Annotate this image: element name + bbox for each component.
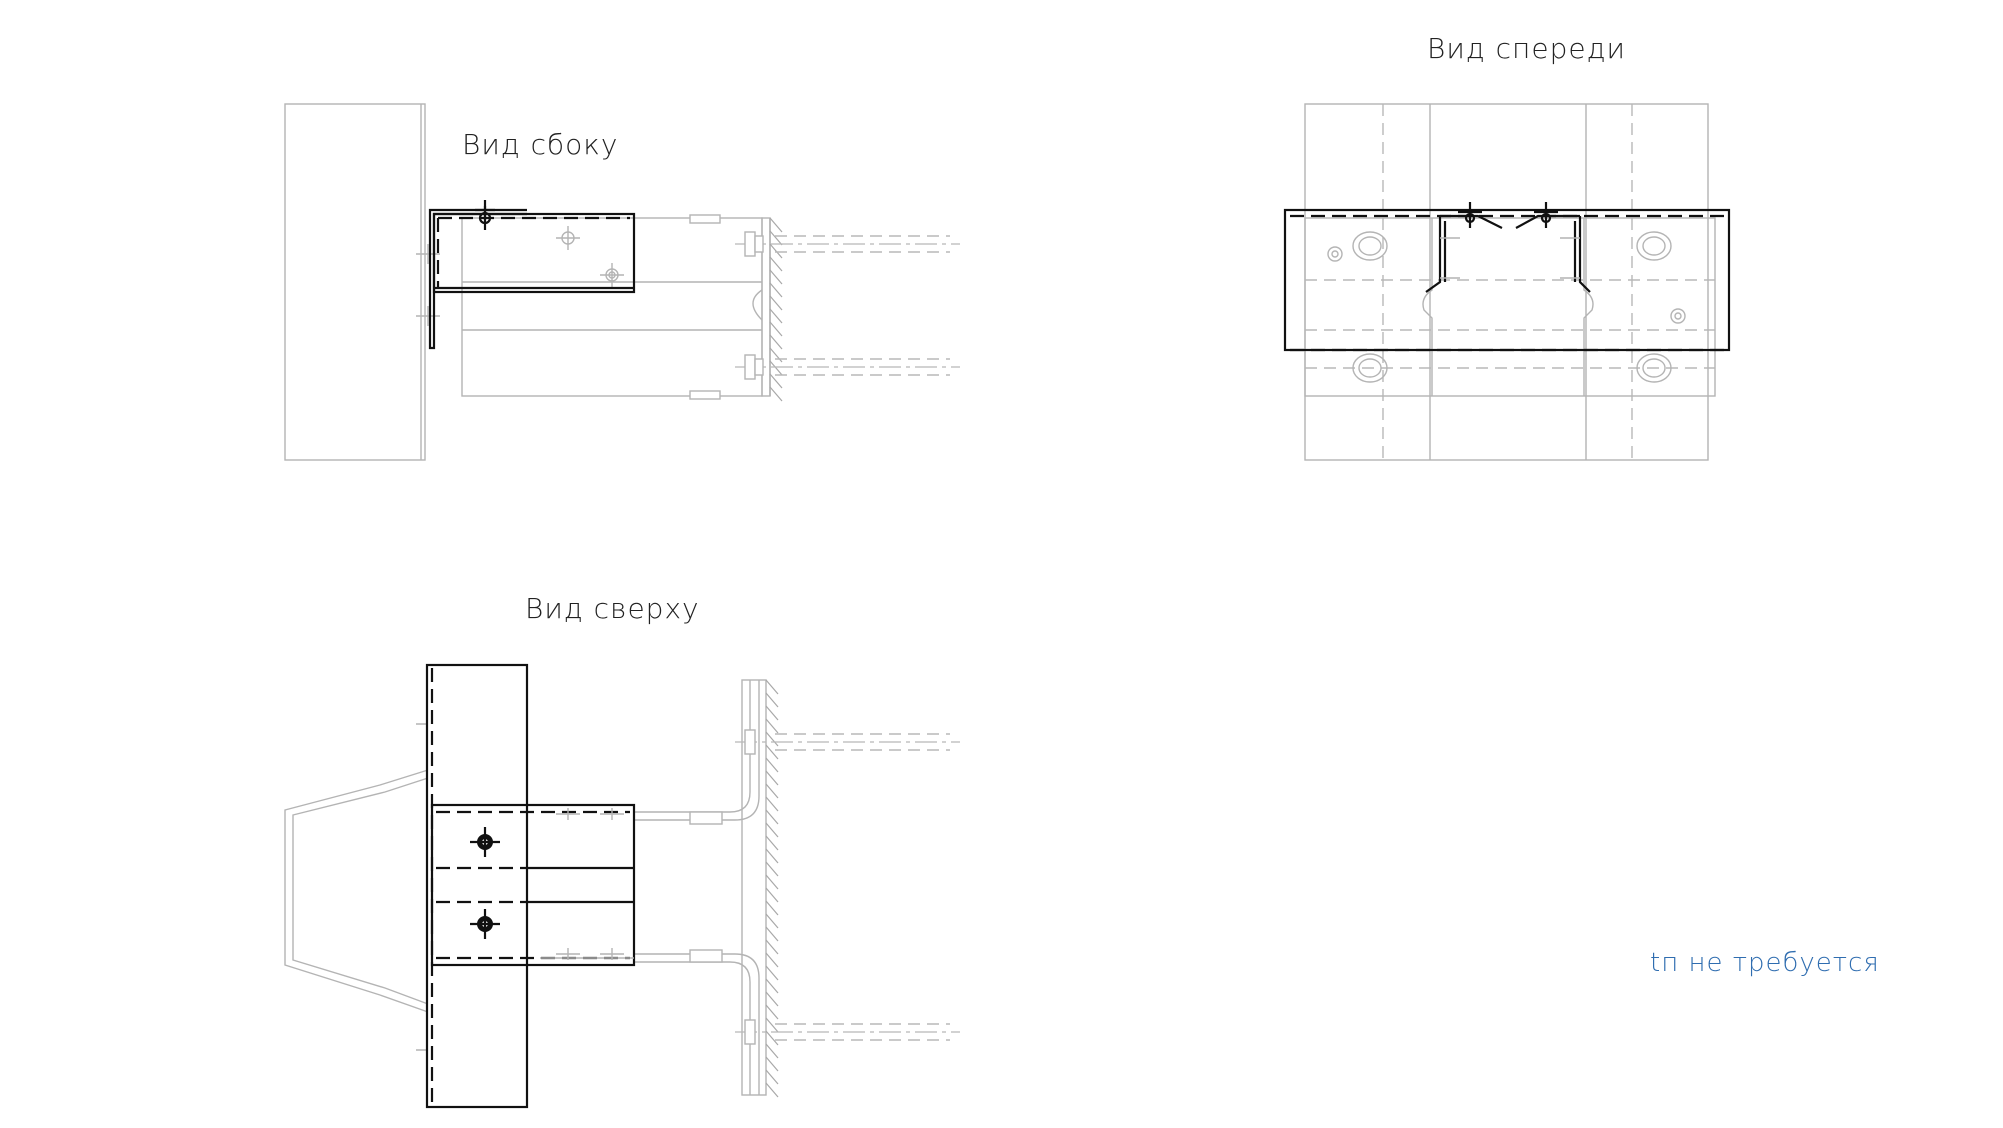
hatch-line (765, 887, 779, 903)
hatch-line (769, 347, 783, 363)
hatch-line (765, 1043, 779, 1059)
hatch-line (765, 783, 779, 799)
side-view (284, 103, 960, 461)
hatch-line (769, 360, 783, 376)
hatch-line (765, 1004, 779, 1020)
hatch-line (765, 1056, 779, 1072)
hatch-line (765, 848, 779, 864)
top-view-background-beams (634, 679, 767, 1096)
side-view-wall-hatching (769, 217, 783, 402)
hatch-line (765, 835, 779, 851)
hatch-line (765, 965, 779, 981)
hatch-line (765, 1017, 779, 1033)
hatch-line (765, 926, 779, 942)
side-view-title: Вид сбоку (462, 128, 619, 161)
hatch-line (765, 1069, 779, 1085)
front-view-background-plate (1304, 217, 1716, 397)
hatch-line (769, 334, 783, 350)
hatch-line (769, 269, 783, 285)
top-view-bracket (425, 663, 636, 1109)
hatch-line (765, 874, 779, 890)
side-view-column (284, 103, 426, 461)
hatch-line (769, 386, 783, 402)
hatch-line (765, 679, 779, 695)
hatch-line (769, 373, 783, 389)
hatch-line (765, 809, 779, 825)
front-view-title: Вид спереди (1427, 32, 1626, 65)
hatch-line (765, 913, 779, 929)
hatch-line (769, 295, 783, 311)
note-text: tп не требуется (1650, 948, 1880, 978)
top-view-wall-hatching (765, 679, 779, 1098)
hatch-line (769, 321, 783, 337)
hatch-line (765, 1030, 779, 1046)
top-view-anchors (735, 729, 960, 1045)
hatch-line (765, 718, 779, 734)
hatch-line (765, 705, 779, 721)
hatch-line (765, 822, 779, 838)
side-view-anchors (735, 231, 960, 380)
hatch-line (765, 1082, 779, 1098)
top-view (284, 663, 960, 1109)
hatch-line (769, 230, 783, 246)
hatch-line (769, 282, 783, 298)
hatch-line (765, 796, 779, 812)
hatch-line (769, 217, 783, 233)
hatch-line (765, 757, 779, 773)
front-view (1283, 103, 1731, 461)
side-view-background-members (461, 214, 771, 400)
hatch-line (769, 243, 783, 259)
side-view-bracket (428, 200, 636, 350)
hatch-line (765, 939, 779, 955)
hatch-line (765, 978, 779, 994)
front-view-plate (1283, 202, 1731, 352)
hatch-line (765, 770, 779, 786)
side-view-bolt-marks (416, 226, 624, 326)
hatch-line (765, 692, 779, 708)
hatch-line (765, 744, 779, 760)
hatch-line (769, 308, 783, 324)
top-view-title: Вид сверху (525, 592, 700, 625)
front-view-column (1304, 103, 1709, 461)
hatch-line (765, 991, 779, 1007)
hatch-line (765, 952, 779, 968)
hatch-line (765, 861, 779, 877)
hatch-line (769, 256, 783, 272)
hatch-line (765, 900, 779, 916)
hatch-line (765, 731, 779, 747)
